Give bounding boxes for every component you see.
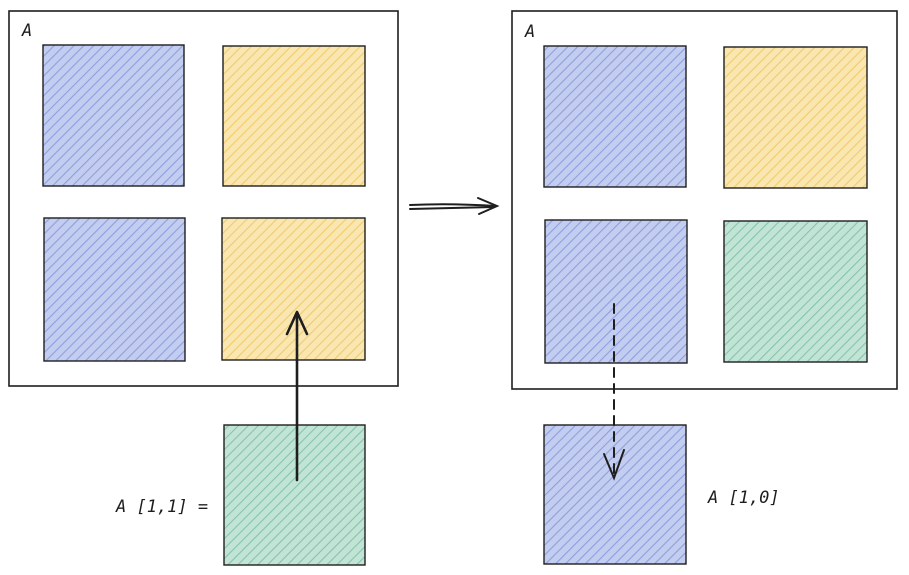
left-cell-0-0 — [42, 44, 185, 187]
right-cell-0-0 — [543, 45, 687, 188]
right-panel-frame — [511, 10, 898, 390]
left-panel-frame — [8, 10, 399, 387]
left-panel-label: A — [21, 21, 32, 41]
right-panel-label: A — [524, 22, 535, 42]
left-block-label: A [1,1] = — [115, 497, 208, 517]
right-panel: A — [511, 10, 898, 390]
dashed-arrow-down-icon — [603, 303, 625, 481]
left-cell-1-0 — [43, 217, 186, 362]
left-cell-0-1 — [222, 45, 366, 187]
left-panel: A — [8, 10, 399, 387]
right-cell-1-1 — [723, 220, 868, 363]
right-cell-1-0 — [544, 219, 688, 364]
right-bottom-block — [543, 424, 687, 565]
left-bottom-block — [223, 424, 366, 566]
arrow-up-icon — [285, 310, 309, 482]
right-cell-0-1 — [723, 46, 868, 189]
right-block-label: A [1,0] — [707, 488, 780, 508]
arrow-right-icon — [409, 197, 500, 215]
left-cell-1-1 — [221, 217, 366, 361]
